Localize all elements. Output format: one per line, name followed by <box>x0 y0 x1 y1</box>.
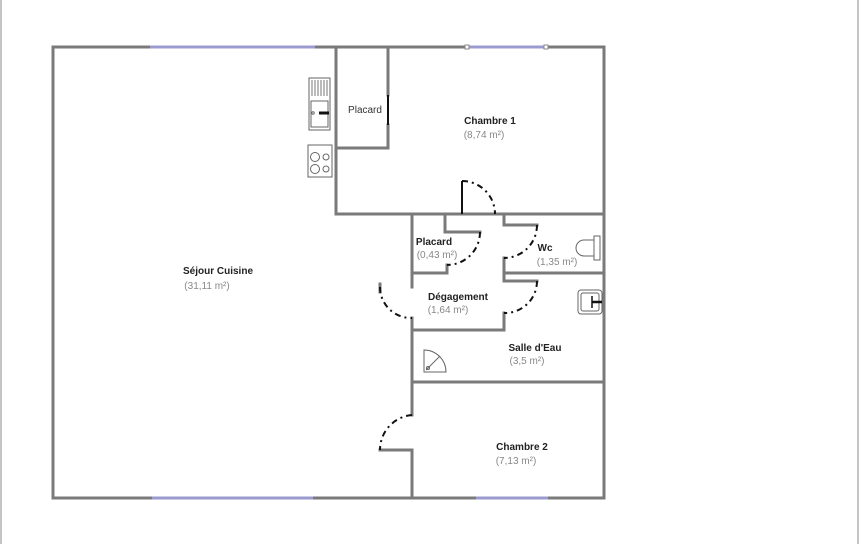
door-wc <box>503 224 538 259</box>
room-area-chambre2: (7,13 m²) <box>496 456 537 467</box>
shower-icon <box>423 349 447 373</box>
door-placard <box>446 231 481 266</box>
room-area-degagement: (1,64 m²) <box>428 305 469 316</box>
washbasin-icon <box>577 289 603 315</box>
kitchen-sink-icon <box>308 77 331 131</box>
door-chambre1 <box>461 180 496 215</box>
room-name-wc: Wc <box>538 243 553 254</box>
door-salle-eau <box>503 280 538 315</box>
room-labels: Séjour Cuisine (31,11 m²) Placard Chambr… <box>183 105 577 467</box>
toilet-icon <box>575 235 601 261</box>
door-chambre2 <box>378 414 413 451</box>
room-area-placard2: (0,43 m²) <box>417 250 458 261</box>
room-name-placard2: Placard <box>416 237 452 248</box>
room-area-chambre1: (8,74 m²) <box>464 130 505 141</box>
walls <box>51 45 606 500</box>
room-name-placard1: Placard <box>348 105 382 116</box>
room-name-chambre1: Chambre 1 <box>464 116 516 127</box>
door-degagement <box>379 286 413 320</box>
stove-icon <box>307 144 333 178</box>
doors <box>378 95 538 451</box>
room-name-degagement: Dégagement <box>428 292 489 303</box>
room-area-wc: (1,35 m²) <box>537 257 578 268</box>
room-area-salle-eau: (3,5 m²) <box>510 356 545 367</box>
room-name-chambre2: Chambre 2 <box>496 442 548 453</box>
windows <box>150 44 549 500</box>
room-name-salle-eau: Salle d'Eau <box>509 343 562 354</box>
room-name-sejour: Séjour Cuisine <box>183 266 253 277</box>
room-area-sejour: (31,11 m²) <box>184 281 229 292</box>
